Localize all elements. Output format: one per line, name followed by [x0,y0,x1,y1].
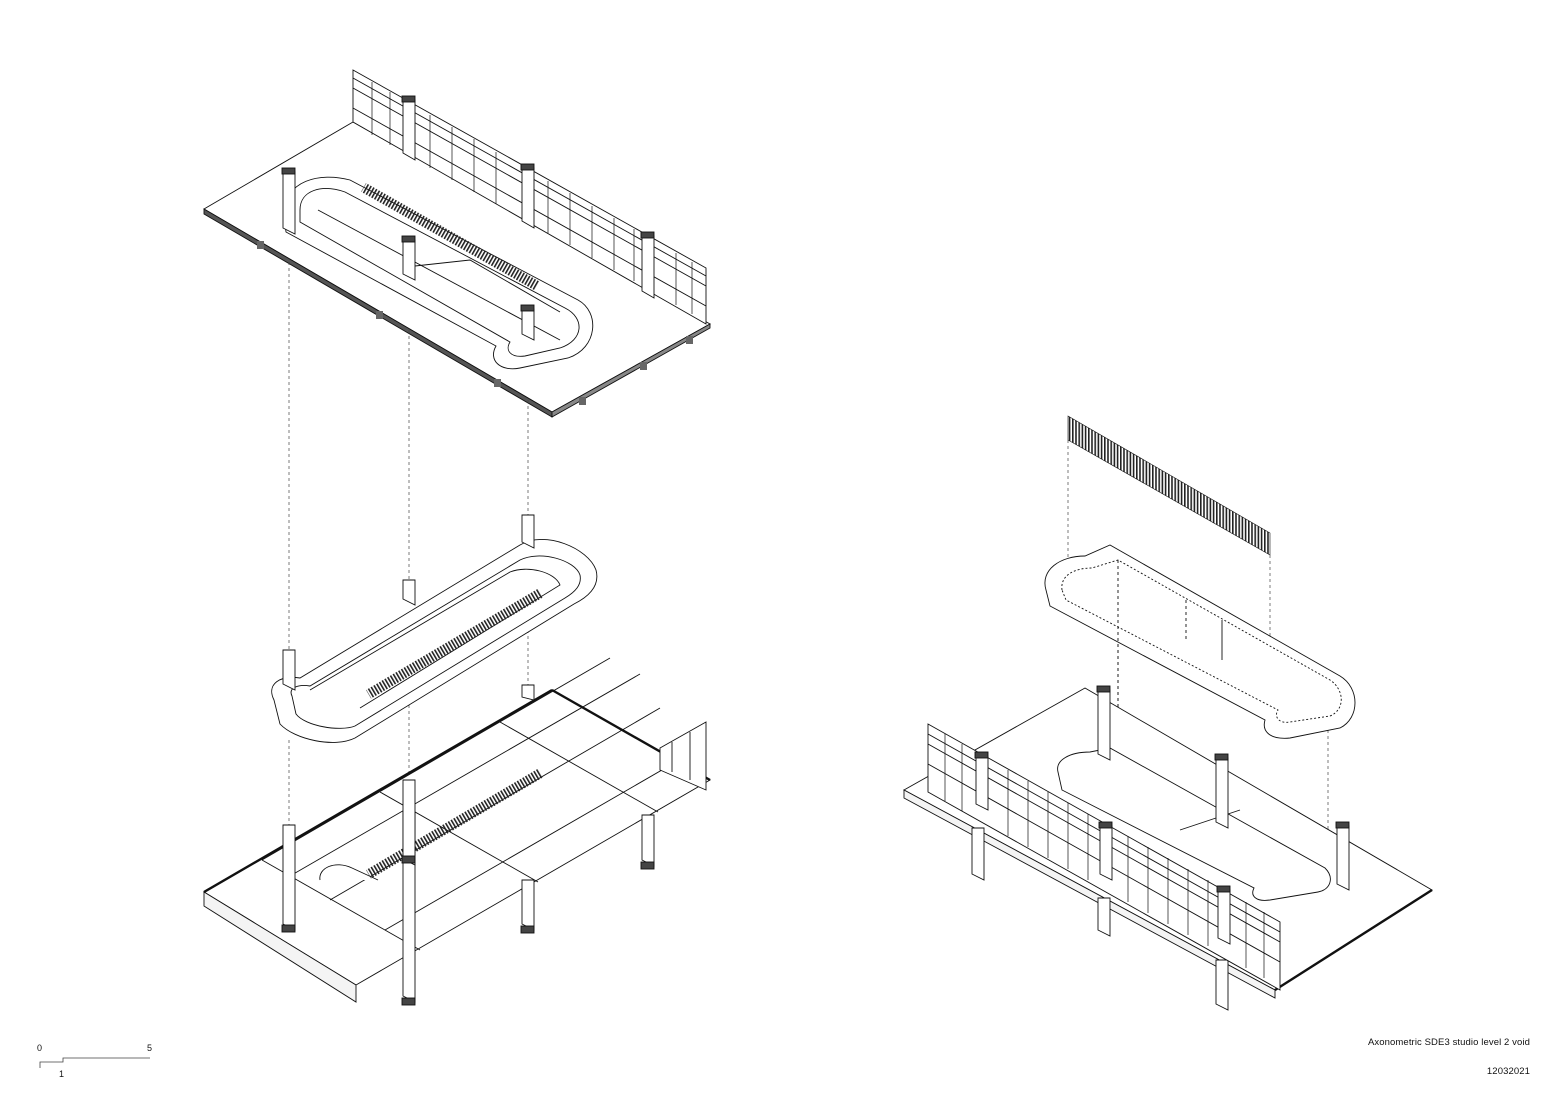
alignment-lines-left [288,262,529,825]
lower-floor-right [903,685,1433,1011]
scale-label-end: 5 [147,1043,152,1053]
scale-label-start: 0 [37,1043,42,1053]
void-balustrade-exploded [271,514,598,743]
lower-floor-structure [203,657,711,1006]
drawing-title: Axonometric SDE3 studio level 2 void [1367,1037,1530,1048]
balustrade-exploded-right [1067,415,1329,830]
void-ring-right [1044,544,1356,739]
scale-bar: 0 1 5 [37,1043,152,1079]
drawing-date: 12032021 [1486,1066,1530,1077]
upper-floor-slab [203,69,711,418]
scale-label-mid: 1 [59,1069,64,1079]
